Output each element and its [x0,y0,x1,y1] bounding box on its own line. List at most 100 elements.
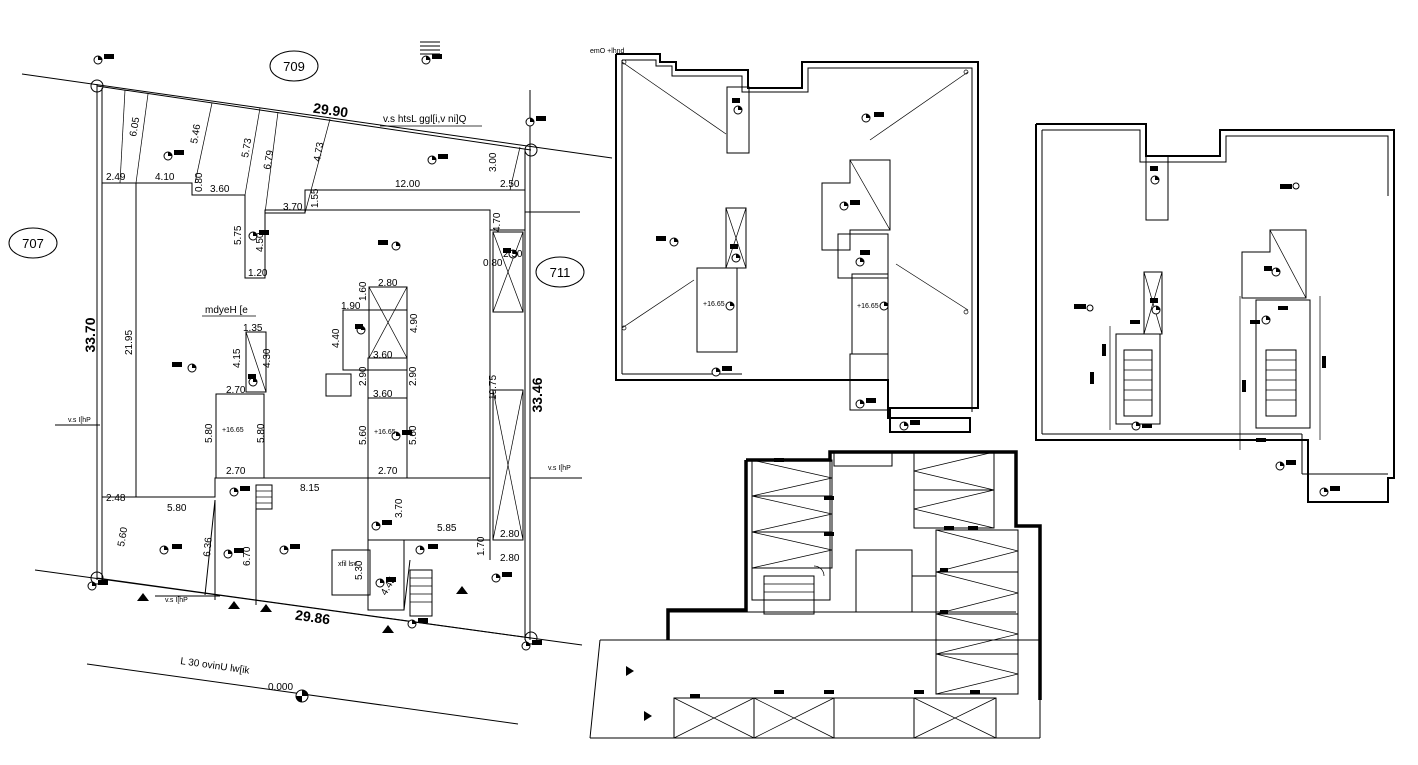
note-text: emO +lhnd [590,48,625,55]
survey-point [524,631,538,645]
elevation-marker [525,116,546,127]
note-text: mdyeH [e [205,305,248,316]
dim-text: 4.15 [232,348,243,368]
level-text: +16.65 [703,301,725,308]
dim-text: 3.00 [488,152,499,172]
elevation-marker [1131,421,1141,431]
dim-text: 3.60 [373,350,393,361]
elevation-marker [855,250,870,267]
road-line-top [21,73,613,159]
elevation-marker [378,240,401,251]
dim-text: 2.70 [378,466,398,477]
dim-text: 5.85 [437,523,457,534]
dim-text: 2.80 [500,553,520,564]
plot-tag-709 [269,50,319,82]
elevation-marker [1261,315,1271,325]
elevation-marker [1319,486,1340,497]
dim-text: 8.15 [300,483,320,494]
parking-stalls-left [751,459,833,569]
survey-point [90,79,104,93]
dim-text: 3.70 [394,498,405,518]
elevation-marker [1264,266,1281,277]
site-plan: 709 707 711 29.90 29.86 33.70 33.46 6.05… [8,41,613,725]
dim-text: 1.20 [248,268,268,279]
dim-text: 5.30 [354,560,365,580]
elevation-marker [163,150,184,161]
dim-text: 2.70 [226,385,246,396]
note-text: v.s I[hP [548,465,571,472]
elevation-marker [375,577,396,588]
roof-plan-right [1035,123,1395,503]
elevation-marker [503,248,518,259]
dim-text: 5.73 [240,137,254,159]
dim-text: 5.75 [233,225,244,245]
dim-text: 2.50 [500,179,520,190]
elevation-marker [855,398,876,409]
dim-text: 3.60 [373,389,393,400]
elevation-marker [725,301,735,311]
level-text: +16.65 [374,429,396,436]
dim-text: 4.10 [155,172,175,183]
parking-stalls-top-right [913,451,995,529]
elevation-marker [407,618,428,629]
elevation-marker [732,98,743,115]
elevation-marker [839,200,860,211]
dim-text: 2.80 [500,529,520,540]
dim-text: 2.50 [503,249,523,260]
dim-right: 33.46 [529,377,545,412]
elevation-marker [1275,460,1296,471]
dim-text: 5.46 [189,123,203,145]
dim-text: 5.60 [116,526,130,548]
elevation-marker [711,366,732,377]
dim-top: 29.90 [312,100,349,121]
note-text: xfil lsv [338,561,358,568]
dim-text: 5.60 [358,425,369,445]
roof-plan-middle: +16.65 +16.65 emO +lhnd [590,48,979,433]
dim-text: 12.00 [395,179,420,190]
parking-stalls-bottom [673,697,997,739]
dim-text: 6.70 [242,546,253,566]
dim-text: 2.90 [358,366,369,386]
dim-text: 4.70 [492,212,503,232]
ground-level-text: 0.000 [268,682,293,693]
dim-text: 2.48 [106,493,126,504]
dim-text: 1.60 [358,281,369,301]
dim-text: 6.36 [202,536,215,557]
elevation-marker [355,324,366,335]
plot-label-709: 709 [283,59,305,74]
elevation-marker [521,640,542,651]
dim-text: 21.95 [124,330,135,355]
dim-text: 6.05 [128,116,142,138]
dim-text: 4.90 [409,313,420,333]
dim-text: 4.40 [331,328,342,348]
dim-text: 1.35 [243,323,263,334]
note-text: L 30 ovinU lw[ik [180,656,252,677]
elevation-marker [899,420,920,431]
elevation-marker [159,544,182,555]
elevation-marker [371,520,392,531]
dim-text: 1.90 [341,301,361,312]
note-text: v.s I[hP [165,597,188,604]
dim-left: 33.70 [82,317,98,352]
elevation-marker [391,430,412,441]
ground-level-marker [295,689,309,703]
dim-text: 2.49 [106,172,126,183]
elevation-marker [415,544,438,555]
elevation-marker [656,236,679,247]
elevation-marker [93,54,114,65]
dim-text: 19.75 [488,375,499,400]
elevation-marker [491,572,512,583]
level-text: +16.65 [222,427,244,434]
level-text: +16.65 [857,303,879,310]
parking-plan [589,450,1042,739]
elevation-marker [879,301,889,311]
dim-text: 4.73 [312,141,326,163]
dim-text: 4.30 [262,348,273,368]
elevation-marker [730,244,741,263]
plot-label-711: 711 [550,265,571,280]
dim-text: 2.90 [408,366,419,386]
dim-text: 0.80 [194,172,205,192]
note-text: v.s I[hP [68,417,91,424]
dim-text: 6.79 [262,149,276,171]
